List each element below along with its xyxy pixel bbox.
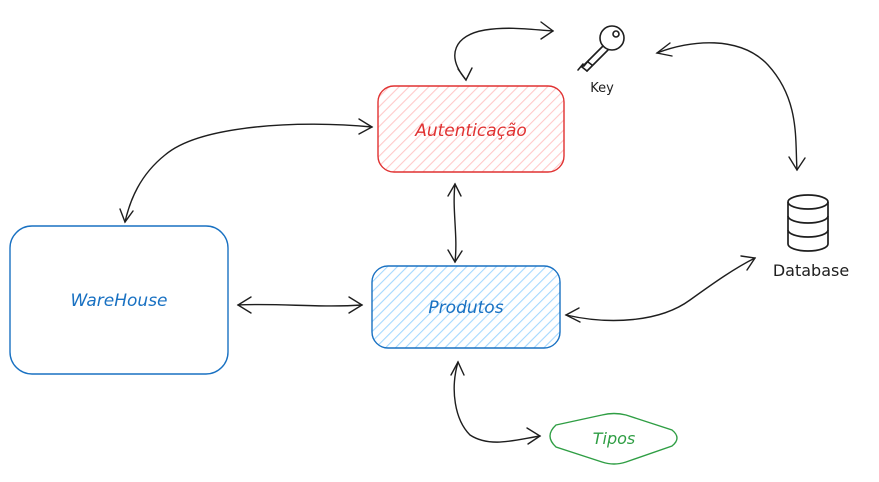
- database-label: Database: [773, 261, 849, 280]
- warehouse-label: WareHouse: [70, 291, 167, 311]
- node-produtos[interactable]: Produtos: [371, 265, 561, 349]
- node-autenticacao[interactable]: Autenticação: [377, 85, 565, 173]
- produtos-label: Produtos: [428, 298, 503, 318]
- node-key[interactable]: Key: [577, 25, 625, 96]
- key-label: Key: [590, 81, 614, 96]
- key-icon: [577, 25, 625, 72]
- node-tipos[interactable]: Tipos: [549, 412, 678, 465]
- edge-warehouse-produtos[interactable]: [236, 296, 364, 314]
- autenticacao-label: Autenticação: [414, 121, 527, 141]
- edge-autenticacao-warehouse[interactable]: [119, 118, 374, 224]
- edge-key-database[interactable]: [655, 42, 806, 172]
- edge-autenticacao-key[interactable]: [454, 21, 555, 82]
- edges: [119, 21, 806, 445]
- node-database[interactable]: Database: [773, 194, 849, 280]
- edge-produtos-database[interactable]: [564, 255, 757, 323]
- tipos-label: Tipos: [593, 429, 636, 448]
- database-icon: [787, 194, 829, 252]
- edge-produtos-tipos[interactable]: [450, 360, 542, 445]
- node-warehouse[interactable]: WareHouse: [9, 225, 229, 375]
- edge-autenticacao-produtos[interactable]: [447, 182, 463, 264]
